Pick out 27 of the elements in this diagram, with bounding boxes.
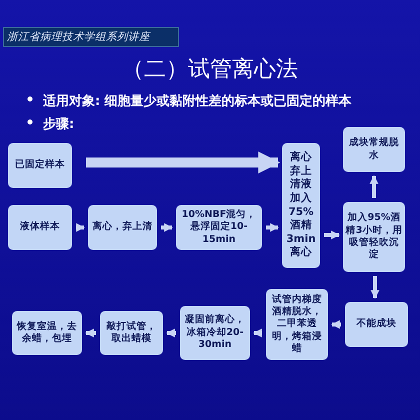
header-banner: 浙江省病理技术学组系列讲座 bbox=[3, 27, 179, 47]
arrow bbox=[370, 175, 378, 198]
process-box: 离心，弃上清 bbox=[88, 205, 157, 250]
process-box: 成块常规脱水 bbox=[343, 127, 405, 172]
title: （二）试管离心法 bbox=[121, 56, 299, 84]
process-box: 不能成块 bbox=[345, 302, 408, 347]
arrow bbox=[266, 223, 279, 232]
process-box: 10%NBF混匀，悬浮固定10-15min bbox=[176, 205, 262, 250]
arrow bbox=[331, 320, 341, 329]
bullet-text: 步骤: bbox=[43, 116, 76, 133]
arrow bbox=[324, 230, 340, 240]
bullet-text: 适用对象: 细胞量少或黏附性差的标本或已固定的样本 bbox=[43, 92, 353, 110]
arrow bbox=[85, 328, 96, 338]
process-box: 敲打试管，取出蜡模 bbox=[100, 311, 163, 355]
arrow bbox=[253, 328, 262, 338]
arrow bbox=[166, 328, 176, 338]
arrow bbox=[161, 223, 173, 232]
process-box: 加入95%酒精3小时，用吸管轻吹沉淀 bbox=[343, 202, 405, 272]
process-box: 离心弃上清液加入75%酒精3min离心 bbox=[282, 143, 320, 268]
arrow bbox=[76, 223, 85, 232]
arrow bbox=[370, 276, 380, 299]
process-box: 恢复室温，去余蜡，包埋 bbox=[12, 311, 82, 355]
arrow bbox=[86, 152, 280, 174]
process-box: 已固定样本 bbox=[8, 143, 72, 188]
process-box: 试管内梯度酒精脱水，二甲苯透明，烤箱浸蜡 bbox=[266, 289, 328, 360]
process-box: 液体样本 bbox=[8, 205, 72, 250]
process-box: 凝固前离心，冰箱冷却20-30min bbox=[180, 306, 250, 360]
